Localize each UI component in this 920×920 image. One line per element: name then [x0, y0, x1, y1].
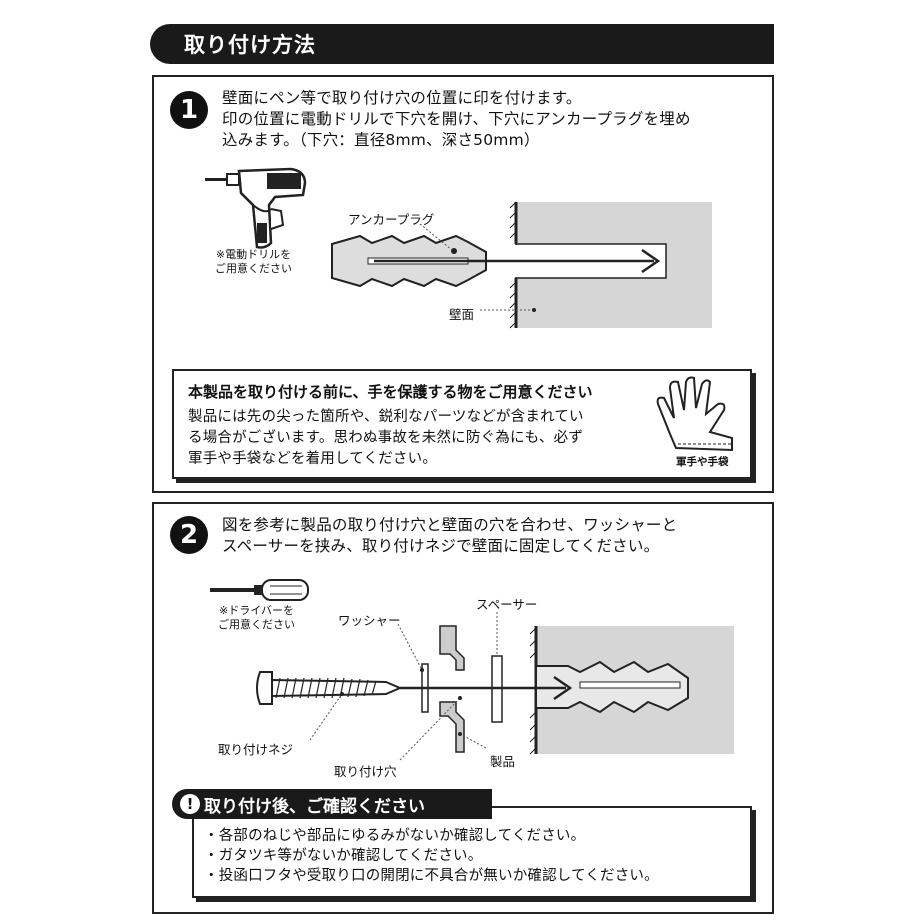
screwdriver-note-line-2: ご用意ください [218, 618, 295, 631]
caution-line-3: 軍手や手袋などを着用してください。 [188, 451, 438, 467]
washer-label: ワッシャー [338, 613, 401, 628]
anchor-insertion-diagram [331, 201, 712, 329]
gloves-caption: 軍手や手袋 [676, 456, 729, 468]
product-bracket-icon [439, 625, 465, 753]
step1-number: 1 [179, 95, 199, 125]
step1-line-1: 壁面にペン等で取り付け穴の位置に印を付けます。 [222, 89, 582, 107]
section-header: 取り付け方法 [150, 24, 774, 64]
caution-body: 製品には先の尖った箇所や、鋭利なパーツなどが含まれてい る場合がございます。思わ… [188, 407, 584, 470]
step2-instructions: 図を参考に製品の取り付け穴と壁面の穴を合わせ、ワッシャーと スペーサーを挟み、取… [222, 515, 677, 557]
mounting-hole-label: 取り付け穴 [334, 764, 397, 779]
step2-number: 2 [179, 520, 199, 550]
screwdriver-note-line-1: ※ドライバーを [219, 604, 294, 617]
screw-label: 取り付けネジ [218, 742, 294, 757]
check-title: 取り付け後、ご確認ください [204, 796, 425, 817]
mounting-screw-icon [256, 671, 403, 705]
screwdriver-icon [210, 579, 309, 601]
section-title: 取り付け方法 [184, 33, 316, 57]
spacer-label: スペーサー [476, 597, 538, 612]
check-item-3: ・投函口フタや受取り口の開閉に不具合が無いか確認してください。 [204, 868, 659, 884]
caution-line-1: 製品には先の尖った箇所や、鋭利なパーツなどが含まれてい [188, 409, 584, 425]
drill-note-line-1: ※電動ドリルを [215, 248, 292, 261]
drill-note: ※電動ドリルを ご用意ください [215, 248, 292, 276]
screw-assembly-diagram [256, 612, 734, 761]
check-list: ・各部のねじや部品にゆるみがないか確認してください。 ・ガタツキ等がないか確認し… [204, 826, 659, 886]
safety-caution-box: 本製品を取り付ける前に、手を保護する物をご用意ください 製品には先の尖った箇所や… [172, 369, 752, 479]
step2-number-badge: 2 [170, 516, 208, 554]
step1-line-3: 込みます。（下穴：直径8mm、深さ50mm） [222, 131, 540, 149]
product-label: 製品 [490, 754, 516, 769]
electric-drill-icon [205, 167, 307, 249]
work-gloves-icon [656, 376, 733, 452]
step1-instructions: 壁面にペン等で取り付け穴の位置に印を付けます。 印の位置に電動ドリルで下穴を開け… [222, 88, 691, 151]
drill-note-line-2: ご用意ください [215, 262, 292, 275]
step2-line-2: スペーサーを挟み、取り付けネジで壁面に固定してください。 [222, 537, 660, 555]
wall-label: 壁面 [449, 307, 475, 322]
caution-line-2: る場合がございます。思わぬ事故を未然に防ぐ為にも、必ず [188, 430, 584, 446]
post-install-check-box: ・各部のねじや部品にゆるみがないか確認してください。 ・ガタツキ等がないか確認し… [192, 806, 752, 898]
check-item-2: ・ガタツキ等がないか確認してください。 [204, 848, 483, 864]
caution-title: 本製品を取り付ける前に、手を保護する物をご用意ください [188, 383, 593, 401]
check-item-1: ・各部のねじや部品にゆるみがないか確認してください。 [204, 828, 586, 844]
exclamation-icon: ! [180, 794, 200, 814]
step1-number-badge: 1 [170, 91, 208, 129]
anchor-plug-label: アンカープラグ [348, 212, 435, 227]
screwdriver-note: ※ドライバーを ご用意ください [218, 604, 295, 632]
check-header: ! 取り付け後、ご確認ください [172, 789, 492, 819]
step2-line-1: 図を参考に製品の取り付け穴と壁面の穴を合わせ、ワッシャーと [222, 516, 678, 534]
step1-line-2: 印の位置に電動ドリルで下穴を開け、下穴にアンカープラグを埋め [222, 110, 691, 128]
